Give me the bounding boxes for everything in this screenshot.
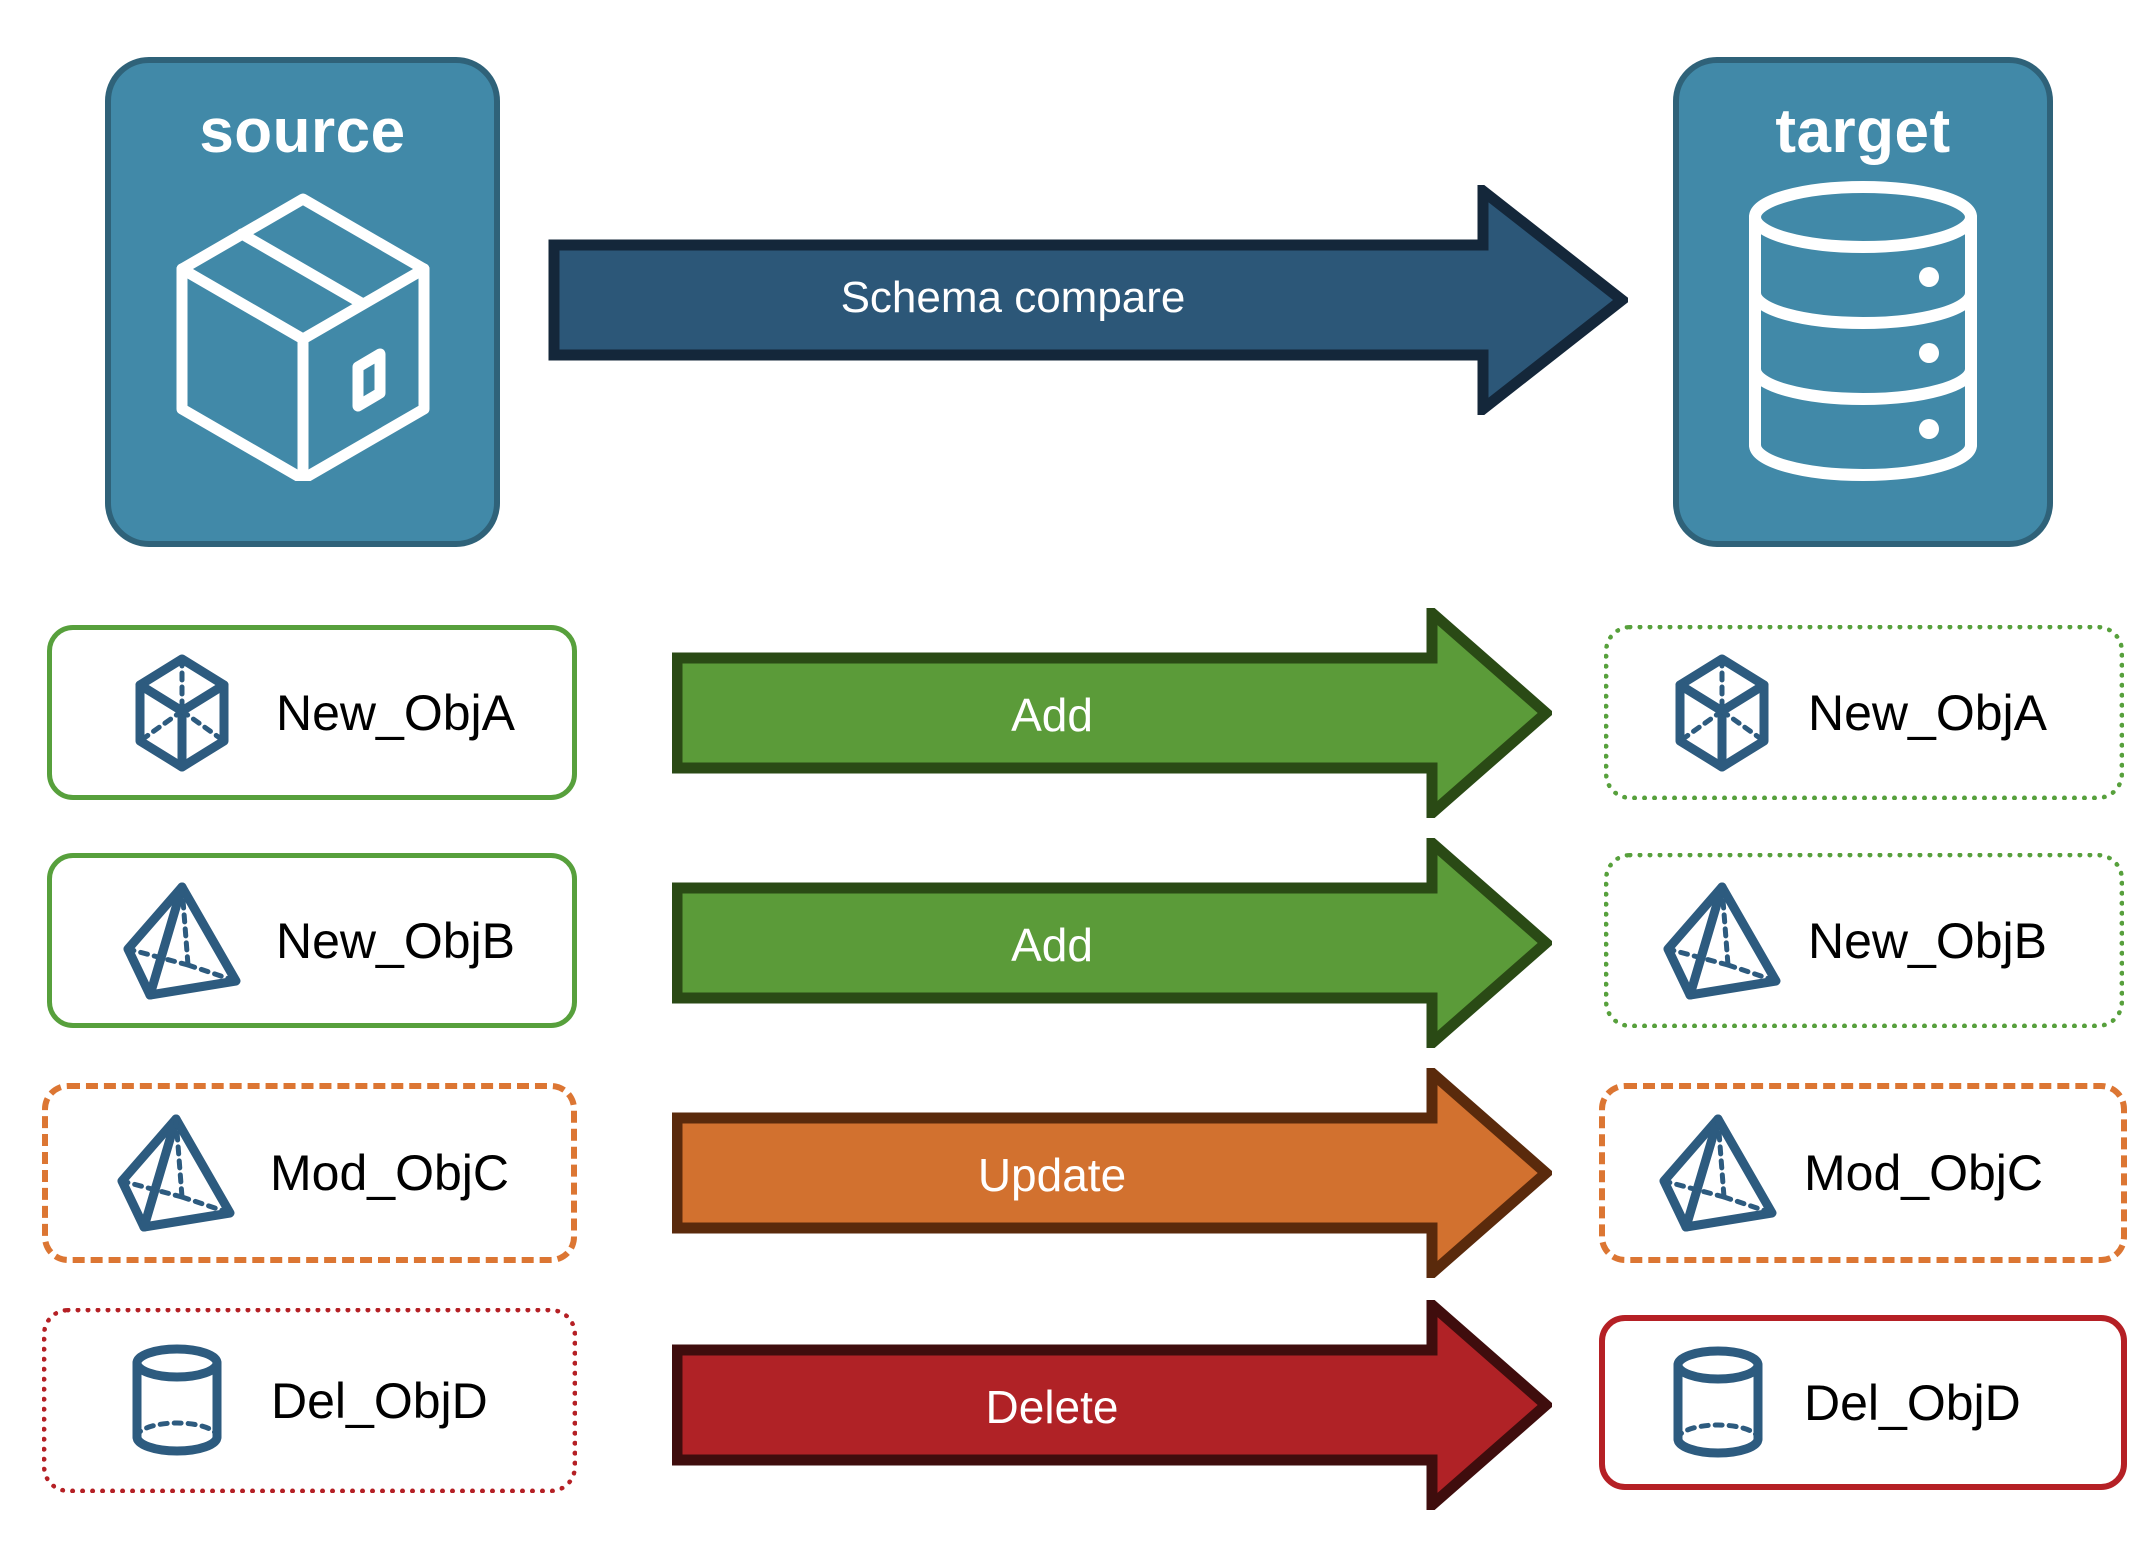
source-card-label: New_ObjB bbox=[276, 912, 515, 969]
source-card-del-objd[interactable]: Del_ObjD bbox=[42, 1308, 577, 1493]
target-card-new-obja[interactable]: New_ObjA bbox=[1604, 625, 2124, 800]
source-card-label: Del_ObjD bbox=[271, 1372, 488, 1429]
source-card-mod-objc[interactable]: Mod_ObjC bbox=[42, 1083, 577, 1263]
target-card-new-objb[interactable]: New_ObjB bbox=[1604, 853, 2124, 1028]
wireframe-pyramid-icon bbox=[102, 877, 262, 1005]
add-arrow-row-2[interactable]: Add bbox=[671, 830, 1555, 1056]
schema-compare-arrow[interactable]: Schema compare bbox=[548, 179, 1631, 421]
delete-arrow-row-4[interactable]: Delete bbox=[671, 1292, 1555, 1518]
database-cylinder-icon bbox=[1733, 181, 1993, 486]
add-arrow-label: Add bbox=[1011, 689, 1093, 741]
update-arrow-row-3[interactable]: Update bbox=[671, 1060, 1555, 1286]
delete-arrow-label: Delete bbox=[985, 1381, 1119, 1433]
source-panel[interactable]: source bbox=[105, 57, 500, 547]
target-card-mod-objc[interactable]: Mod_ObjC bbox=[1599, 1083, 2127, 1263]
target-card-label: New_ObjA bbox=[1808, 684, 2047, 741]
update-arrow-label: Update bbox=[977, 1149, 1127, 1201]
wireframe-pyramid-icon bbox=[96, 1109, 256, 1237]
wireframe-cube-icon bbox=[1649, 649, 1794, 777]
wireframe-cylinder-icon bbox=[97, 1337, 257, 1465]
source-card-new-objb[interactable]: New_ObjB bbox=[47, 853, 577, 1028]
target-card-del-objd[interactable]: Del_ObjD bbox=[1599, 1315, 2127, 1490]
wireframe-pyramid-icon bbox=[1649, 877, 1794, 1005]
target-panel[interactable]: target bbox=[1673, 57, 2053, 547]
add-arrow-label: Add bbox=[1011, 919, 1093, 971]
target-panel-title: target bbox=[1775, 97, 1951, 166]
schema-compare-arrow-label: Schema compare bbox=[840, 273, 1186, 322]
wireframe-pyramid-icon bbox=[1645, 1109, 1790, 1237]
wireframe-cylinder-icon bbox=[1645, 1339, 1790, 1467]
target-card-label: New_ObjB bbox=[1808, 912, 2047, 969]
source-card-label: New_ObjA bbox=[276, 684, 515, 741]
source-panel-title: source bbox=[199, 97, 406, 166]
wireframe-cube-icon bbox=[102, 649, 262, 777]
add-arrow-row-1[interactable]: Add bbox=[671, 600, 1555, 826]
package-box-icon bbox=[158, 181, 448, 486]
target-card-label: Mod_ObjC bbox=[1804, 1145, 2043, 1201]
source-card-new-obja[interactable]: New_ObjA bbox=[47, 625, 577, 800]
source-card-label: Mod_ObjC bbox=[270, 1145, 509, 1201]
target-card-label: Del_ObjD bbox=[1804, 1374, 2021, 1431]
